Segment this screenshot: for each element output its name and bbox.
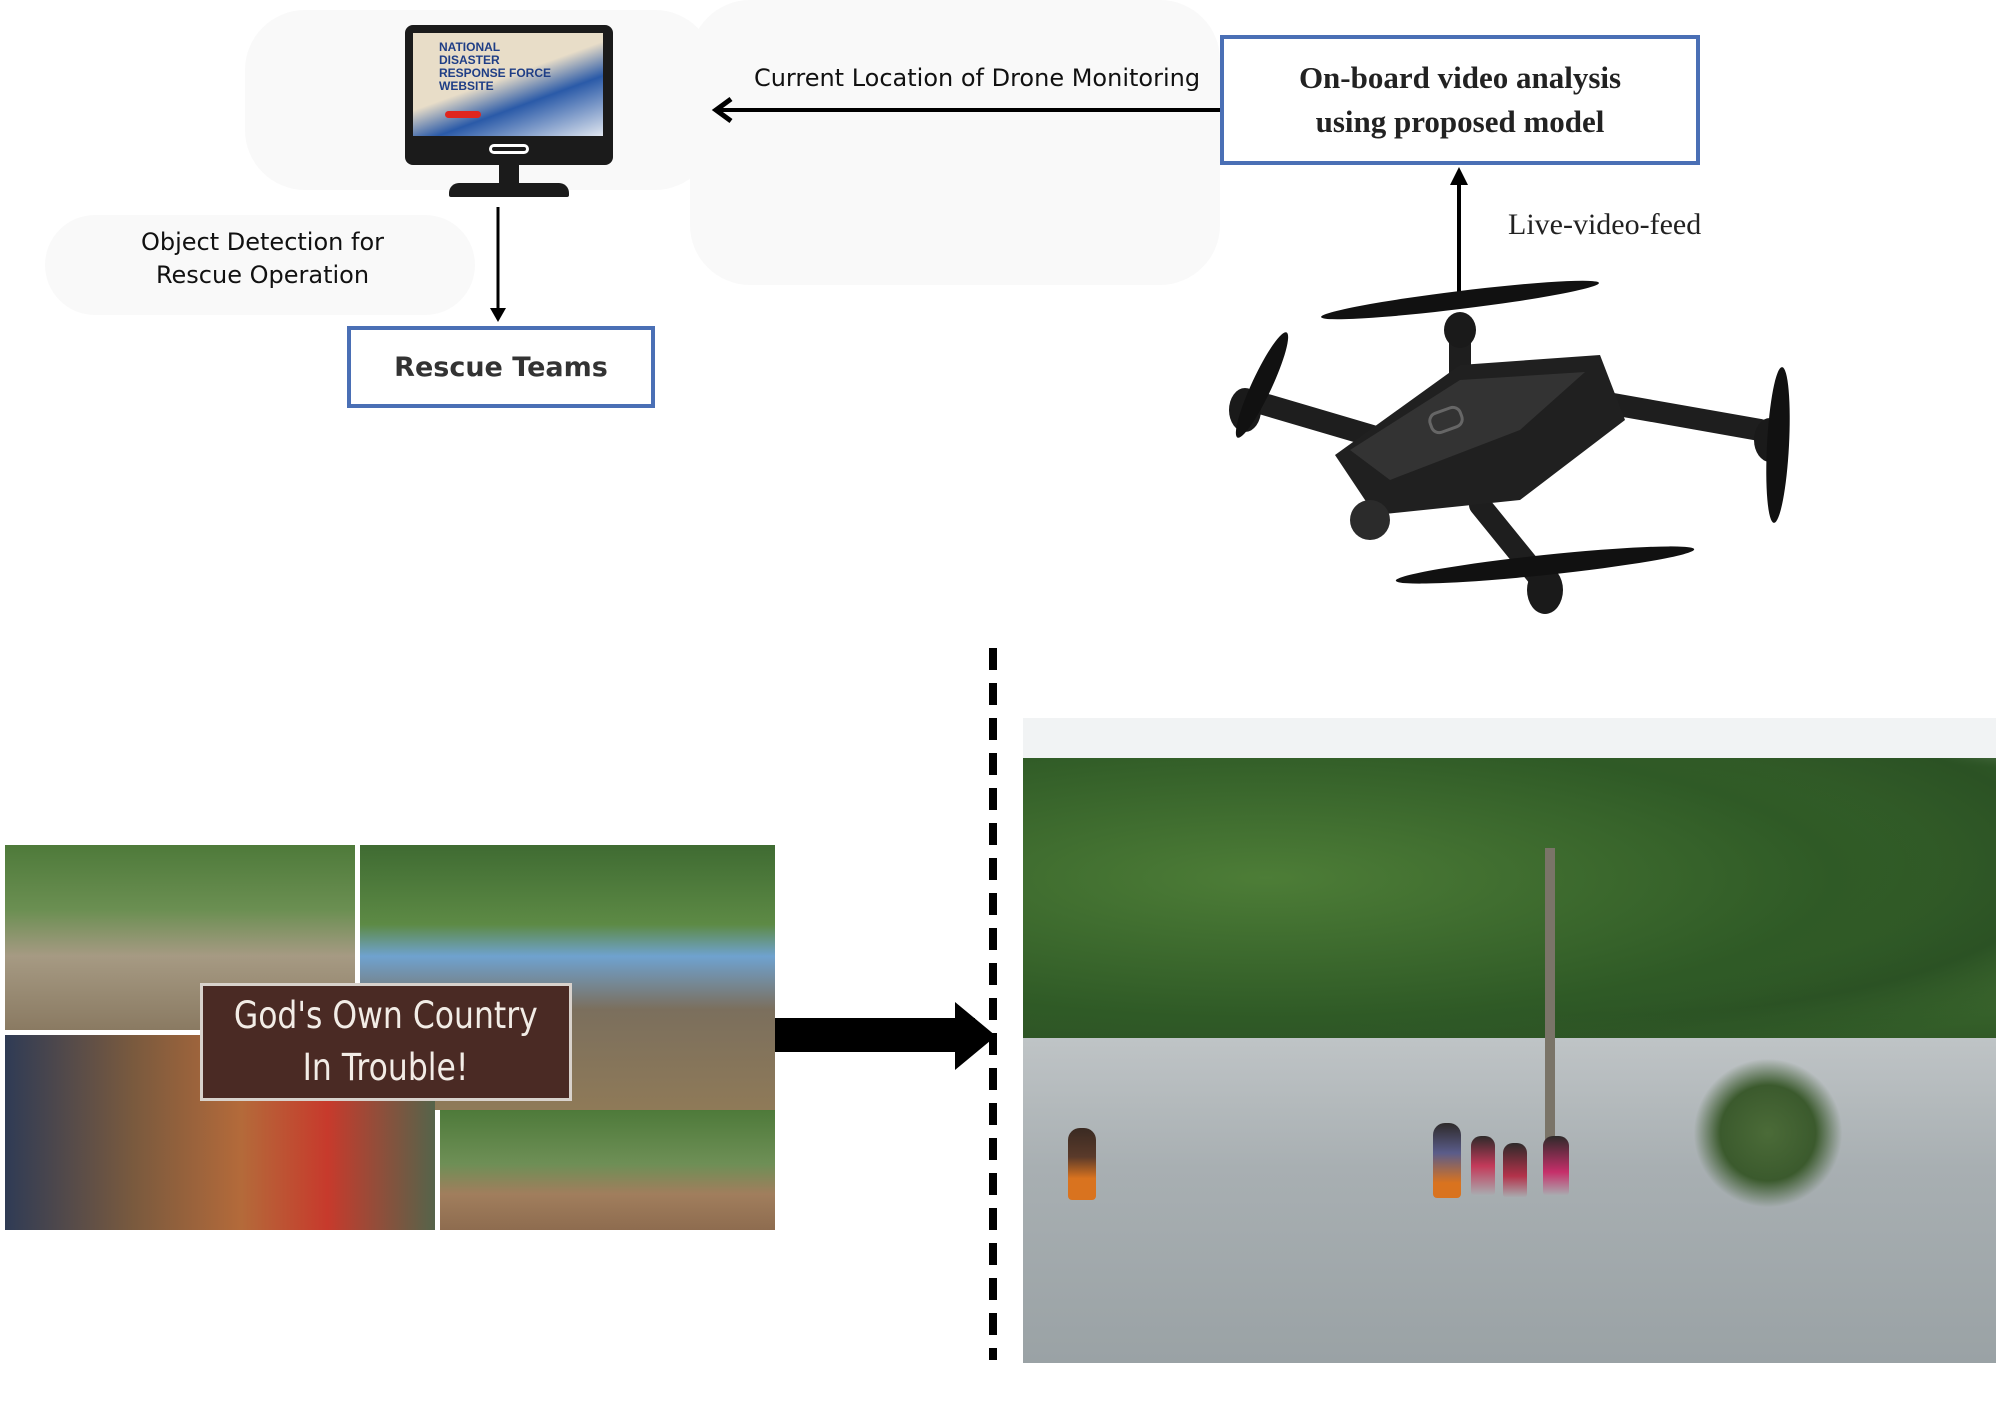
location-arrow-label: Current Location of Drone Monitoring xyxy=(753,64,1201,92)
screen-line-4: WEBSITE xyxy=(439,79,494,93)
flood-photo xyxy=(1023,718,1996,1363)
photo-person-2 xyxy=(1433,1123,1461,1198)
photo-treeline xyxy=(1023,758,1996,1058)
photo-person-4 xyxy=(1503,1143,1527,1198)
rescue-teams-label: Rescue Teams xyxy=(394,351,608,383)
screen-red-button xyxy=(445,111,481,118)
photo-person-1 xyxy=(1068,1128,1096,1200)
background-blob-center xyxy=(690,0,1220,285)
monitor-base xyxy=(449,183,569,197)
monitor-icon: NATIONAL DISASTER RESPONSE FORCE WEBSITE xyxy=(405,25,613,197)
location-arrow-head xyxy=(711,96,733,124)
photo-bush xyxy=(1693,1058,1843,1208)
big-arrow-shaft xyxy=(775,1018,975,1052)
screen-line-2: DISASTER xyxy=(439,53,500,67)
monitor-stand xyxy=(499,165,519,185)
rescue-teams-box: Rescue Teams xyxy=(347,326,655,408)
photo-person-3 xyxy=(1471,1136,1495,1196)
live-feed-label: Live-video-feed xyxy=(1508,208,1702,241)
feed-arrow-head xyxy=(1450,167,1468,185)
photo-water xyxy=(1023,1038,1996,1363)
monitor-screen: NATIONAL DISASTER RESPONSE FORCE WEBSITE xyxy=(413,33,603,136)
onboard-line-2: using proposed model xyxy=(1315,104,1605,139)
screen-line-3: RESPONSE FORCE xyxy=(439,66,552,80)
flood-collage: God's Own Country In Trouble! xyxy=(5,845,775,1230)
collage-banner: God's Own Country In Trouble! xyxy=(200,983,572,1101)
collage-photo-flooded-house xyxy=(440,1110,775,1230)
photo-person-5 xyxy=(1543,1136,1569,1196)
detection-label: Object Detection for Rescue Operation xyxy=(120,226,405,292)
photo-pole xyxy=(1545,848,1555,1158)
onboard-analysis-box: On-board video analysis using proposed m… xyxy=(1220,35,1700,165)
detection-label-line-1: Object Detection for xyxy=(140,228,384,256)
onboard-line-1: On-board video analysis xyxy=(1298,60,1622,95)
detection-arrow-head xyxy=(490,308,506,322)
banner-line-2: In Trouble! xyxy=(303,1046,469,1089)
monitor-logo-slot xyxy=(489,144,529,154)
screen-line-1: NATIONAL xyxy=(439,40,501,54)
big-arrow-head xyxy=(955,1002,996,1070)
banner-line-1: God's Own Country xyxy=(234,994,538,1037)
background-blob-detection xyxy=(45,215,475,315)
detection-label-line-2: Rescue Operation xyxy=(155,261,370,289)
